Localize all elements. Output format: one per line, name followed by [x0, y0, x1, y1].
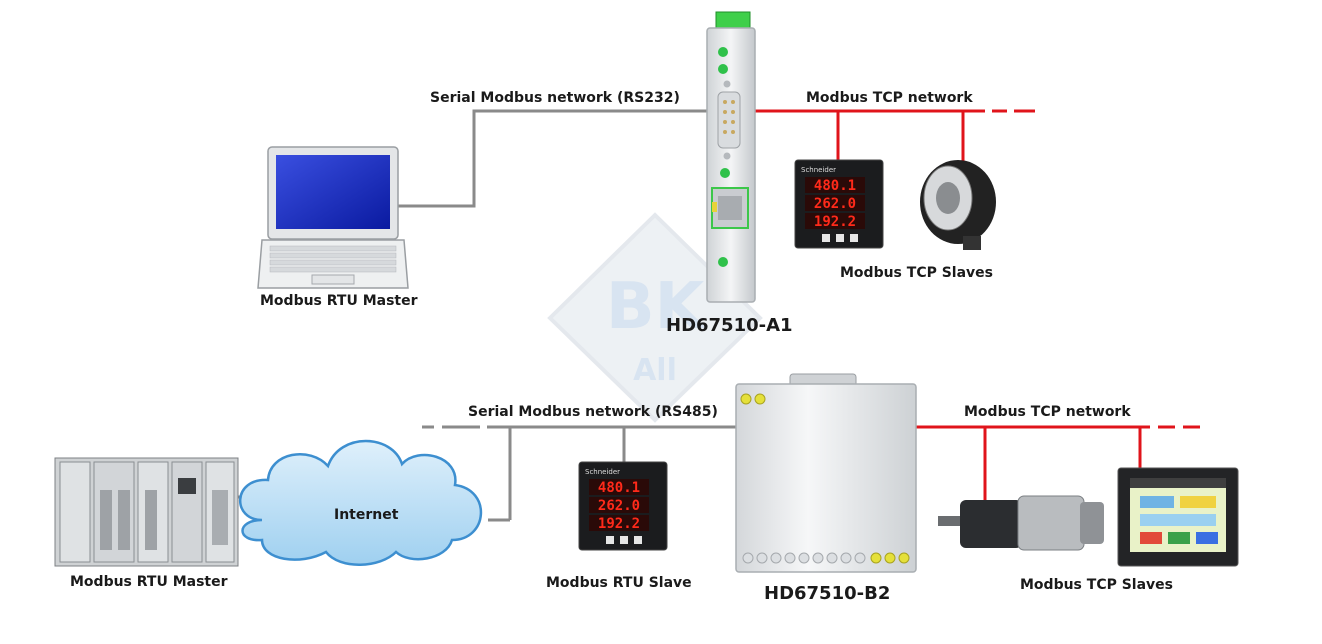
bottom-meter-reading-2: 262.0 — [598, 498, 640, 514]
top-power-meter-icon: Schneider 480.1 262.0 192.2 — [794, 159, 884, 249]
internet-cloud-icon — [239, 439, 483, 566]
internet-label: Internet — [334, 507, 399, 523]
plc-rack-icon — [54, 457, 239, 567]
top-serial-line — [398, 109, 712, 208]
watermark-logo: BK All — [547, 212, 763, 423]
bottom-tcp-slaves-label: Modbus TCP Slaves — [1020, 577, 1174, 593]
top-tcp-network-label: Modbus TCP network — [806, 90, 973, 106]
top-meter-brand: Schneider — [801, 166, 836, 174]
bottom-tcp-network-label: Modbus TCP network — [964, 404, 1131, 420]
hmi-panel-icon — [1117, 467, 1239, 567]
top-device-label: HD67510-A1 — [666, 315, 793, 336]
bottom-rtu-master-label: Modbus RTU Master — [70, 574, 228, 590]
bottom-tcp-line — [916, 425, 1200, 500]
top-tcp-line — [752, 109, 1035, 162]
top-meter-reading-1: 480.1 — [814, 178, 856, 194]
bottom-meter-brand: Schneider — [585, 468, 620, 476]
servo-motor-icon — [938, 495, 1104, 551]
hd67510-b2-device-icon — [735, 373, 917, 573]
hd67510-a1-device-icon — [706, 11, 756, 303]
top-serial-network-label: Serial Modbus network (RS232) — [430, 90, 680, 106]
bottom-device-label: HD67510-B2 — [764, 583, 891, 604]
svg-text:BK: BK — [606, 270, 707, 344]
top-meter-reading-3: 192.2 — [814, 214, 856, 230]
svg-text:All: All — [633, 353, 677, 388]
rotary-encoder-icon — [920, 160, 996, 250]
bottom-meter-reading-3: 192.2 — [598, 516, 640, 532]
bottom-serial-line — [236, 425, 736, 522]
laptop-icon — [257, 146, 409, 289]
bottom-rtu-slave-label: Modbus RTU Slave — [546, 575, 692, 591]
bottom-power-meter-icon: Schneider 480.1 262.0 192.2 — [578, 461, 668, 551]
top-meter-reading-2: 262.0 — [814, 196, 856, 212]
top-tcp-slaves-label: Modbus TCP Slaves — [840, 265, 994, 281]
top-rtu-master-label: Modbus RTU Master — [260, 293, 418, 309]
bottom-meter-reading-1: 480.1 — [598, 480, 640, 496]
bottom-serial-network-label: Serial Modbus network (RS485) — [468, 404, 718, 420]
